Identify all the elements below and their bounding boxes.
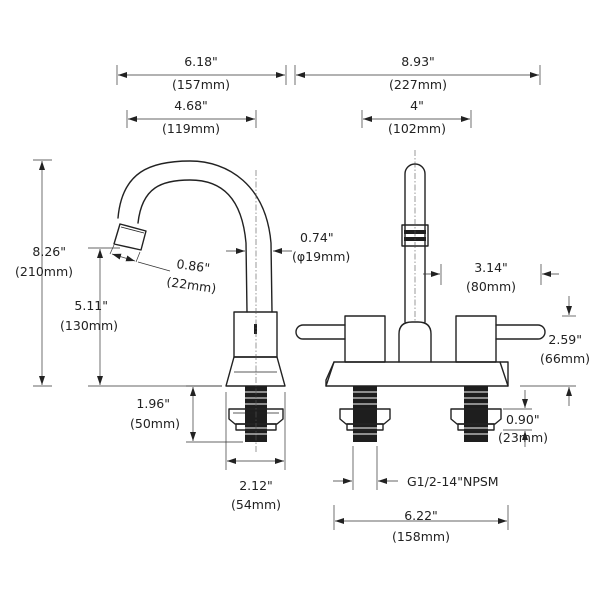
front-center-hub bbox=[398, 321, 432, 363]
handle-height-mm: (66mm) bbox=[540, 351, 590, 366]
dim-handle-height: 2.59" (66mm) bbox=[520, 296, 590, 406]
dim-handle-length: 3.14" (80mm) bbox=[423, 260, 559, 294]
side-aerator bbox=[113, 223, 147, 251]
side-view-faucet bbox=[113, 160, 286, 452]
dim-spout-reach: 4.68" (119mm) bbox=[126, 98, 257, 136]
dim-overall-width: 8.93" (227mm) bbox=[294, 54, 541, 92]
side-base bbox=[225, 356, 286, 387]
front-left-shank bbox=[339, 386, 391, 442]
dim-total-height: 8.26" (210mm) bbox=[15, 159, 73, 387]
handle-length-mm: (80mm) bbox=[466, 279, 516, 294]
overall-depth-inch: 6.18" bbox=[184, 54, 218, 69]
dim-thread: G1/2-14"NPSM bbox=[333, 446, 499, 490]
handle-length-inch: 3.14" bbox=[474, 260, 508, 275]
shank-length-mm: (50mm) bbox=[130, 416, 180, 431]
nut-height-inch: 0.90" bbox=[506, 412, 540, 427]
spout-tube-inch: 0.74" bbox=[300, 230, 334, 245]
total-height-inch: 8.26" bbox=[32, 244, 66, 259]
base-depth-mm: (54mm) bbox=[231, 497, 281, 512]
shank-spread-inch: 6.22" bbox=[404, 508, 438, 523]
side-indicator-mark bbox=[254, 324, 257, 334]
shank-length-inch: 1.96" bbox=[136, 396, 170, 411]
handle-height-inch: 2.59" bbox=[548, 332, 582, 347]
spout-tube-mm: (φ19mm) bbox=[292, 249, 350, 264]
dim-outlet-diameter: 0.86" (22mm) bbox=[109, 244, 218, 296]
dim-center-spread: 4" (102mm) bbox=[361, 98, 472, 136]
nut-height-mm: (23mm) bbox=[498, 430, 548, 445]
overall-depth-mm: (157mm) bbox=[172, 77, 230, 92]
total-height-mm: (210mm) bbox=[15, 264, 73, 279]
spout-reach-inch: 4.68" bbox=[174, 98, 208, 113]
overall-width-mm: (227mm) bbox=[389, 77, 447, 92]
spout-height-inch: 5.11" bbox=[74, 298, 108, 313]
shank-spread-mm: (158mm) bbox=[392, 529, 450, 544]
spout-reach-mm: (119mm) bbox=[162, 121, 220, 136]
center-spread-mm: (102mm) bbox=[388, 121, 446, 136]
center-spread-inch: 4" bbox=[410, 98, 424, 113]
dim-spout-tube: 0.74" (φ19mm) bbox=[226, 230, 350, 264]
dim-shank-spread: 6.22" (158mm) bbox=[333, 505, 509, 544]
outlet-diameter-inch: 0.86" bbox=[176, 256, 211, 276]
front-deck-plate bbox=[325, 361, 509, 387]
front-left-handle bbox=[295, 315, 386, 363]
front-spout-sleeve bbox=[401, 224, 429, 247]
dim-base-depth: 2.12" (54mm) bbox=[225, 392, 286, 512]
dim-nut-height: 0.90" (23mm) bbox=[498, 390, 548, 447]
side-spout-outer bbox=[117, 160, 273, 313]
thread-label: G1/2-14"NPSM bbox=[407, 474, 499, 489]
spout-height-mm: (130mm) bbox=[60, 318, 118, 333]
dim-overall-depth: 6.18" (157mm) bbox=[116, 54, 287, 92]
side-body-column bbox=[233, 311, 278, 358]
front-view-faucet bbox=[295, 150, 546, 442]
side-spout-inner bbox=[137, 179, 248, 313]
overall-width-inch: 8.93" bbox=[401, 54, 435, 69]
front-right-shank bbox=[450, 386, 502, 442]
dim-shank-length: 1.96" (50mm) bbox=[130, 385, 243, 443]
front-right-handle bbox=[455, 315, 546, 363]
base-depth-inch: 2.12" bbox=[239, 478, 273, 493]
outlet-diameter-mm: (22mm) bbox=[166, 274, 218, 296]
